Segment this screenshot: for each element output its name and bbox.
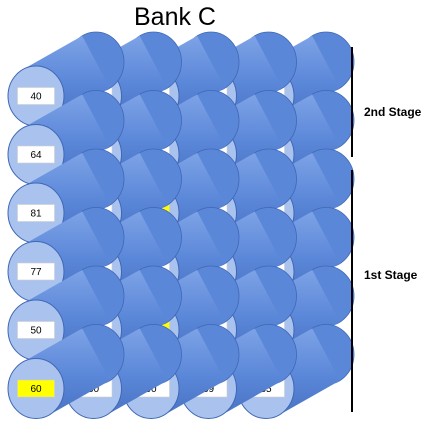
cylinder-r5-c1: 50 [7,265,125,361]
value-box [17,145,55,164]
value-box [17,262,55,281]
page-title: Bank C [134,3,216,31]
value-box [17,87,55,105]
cell-value: 64 [30,150,42,161]
stage-bracket-2nd [351,47,353,157]
stage-bracket-1st [351,170,353,412]
stage-label-2nd: 2nd Stage [364,105,422,119]
cylinder-r1-c1: 40 [7,31,125,127]
value-box-highlighted [17,379,55,398]
value-box [17,204,55,222]
cell-value: 40 [30,92,42,103]
cell-value: 77 [30,267,42,278]
cell-value: 60 [30,384,42,395]
value-box [17,321,55,339]
cylinder-r3-c1: 81 [7,148,125,244]
cylinder-r4-c1: 77 [7,207,125,302]
cell-value: 50 [30,326,42,337]
cylinder-r6-c1: 60 [7,324,125,419]
stage-label-1st: 1st Stage [364,268,418,282]
cell-value: 81 [30,209,42,220]
cylinder-r2-c1: 64 [7,90,125,185]
